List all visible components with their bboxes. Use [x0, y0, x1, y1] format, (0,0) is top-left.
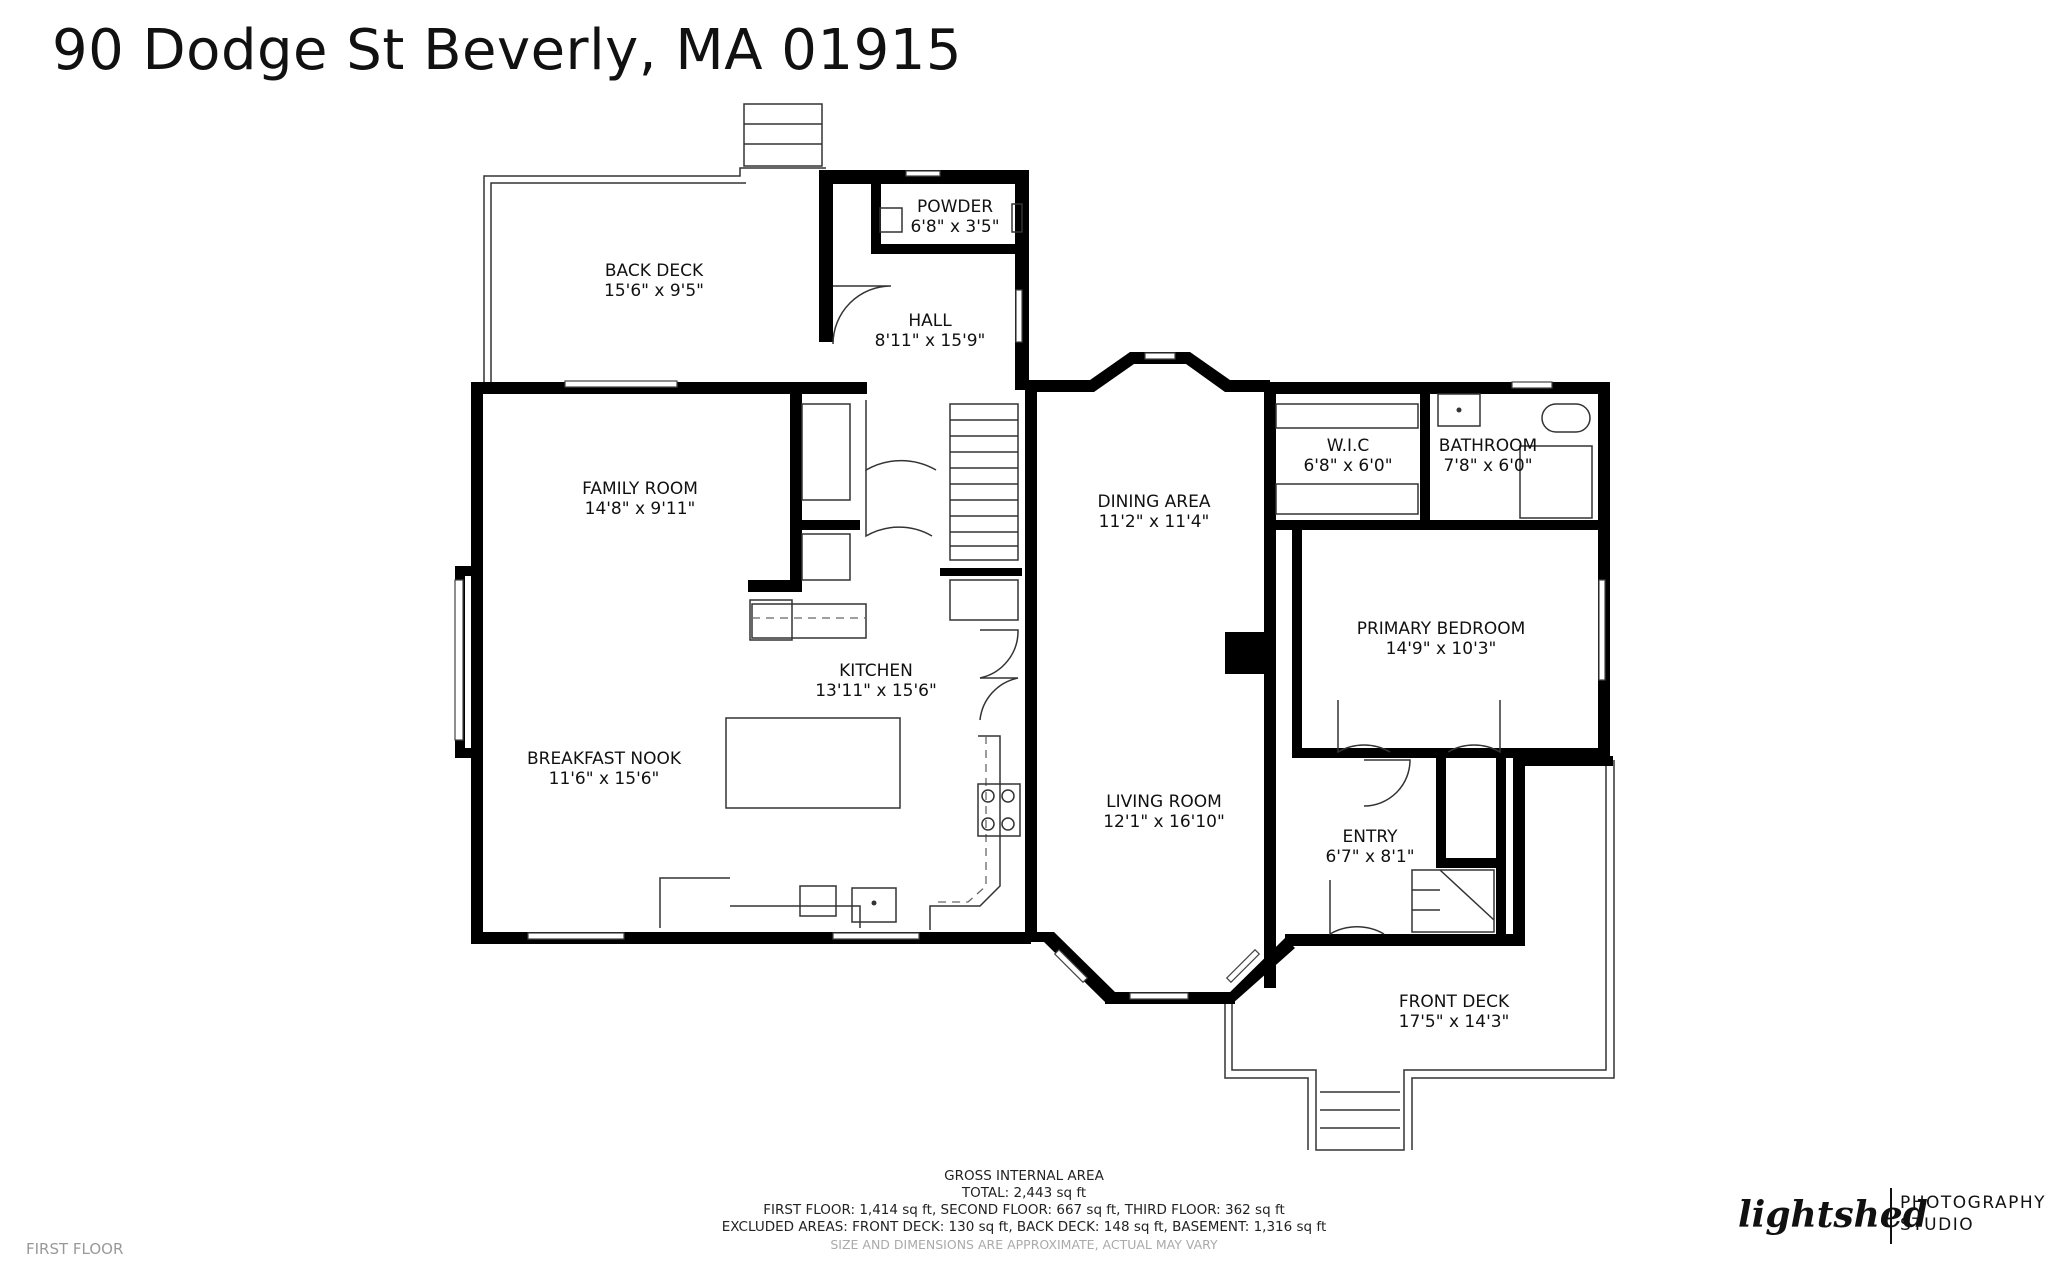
breakfast-nook-name: BREAKFAST NOOK [527, 749, 682, 769]
front-deck-name: FRONT DECK [1399, 992, 1510, 1012]
living-room-name: LIVING ROOM [1106, 792, 1222, 812]
powder-size: 6'8" x 3'5" [910, 217, 999, 237]
area-total: TOTAL: 2,443 sq ft [961, 1185, 1087, 1201]
dining-area-size: 11'2" x 11'4" [1099, 512, 1210, 532]
area-disclaimer: SIZE AND DIMENSIONS ARE APPROXIMATE, ACT… [830, 1237, 1218, 1252]
page-title: 90 Dodge St Beverly, MA 01915 [52, 18, 962, 83]
area-summary: GROSS INTERNAL AREA TOTAL: 2,443 sq ft F… [0, 1168, 2048, 1253]
area-excluded: EXCLUDED AREAS: FRONT DECK: 130 sq ft, B… [721, 1219, 1327, 1235]
brand-script-logo: lightshed [1738, 1194, 1928, 1236]
brand-line-1: PHOTOGRAPHY [1900, 1193, 2047, 1213]
family-room-size: 14'8" x 9'11" [585, 499, 696, 519]
hall-name: HALL [908, 311, 952, 331]
bathroom-name: BATHROOM [1439, 436, 1537, 456]
powder-name: POWDER [917, 197, 993, 217]
breakfast-nook-size: 11'6" x 15'6" [549, 769, 660, 789]
front-deck-size: 17'5" x 14'3" [1399, 1012, 1510, 1032]
fixtures [659, 203, 1593, 933]
brand-text: PHOTOGRAPHY STUDIO [1900, 1192, 2046, 1236]
wic-size: 6'8" x 6'0" [1303, 456, 1392, 476]
family-room-name: FAMILY ROOM [582, 479, 698, 499]
front-deck-outline [1224, 760, 1615, 1151]
entry-size: 6'7" x 8'1" [1325, 847, 1414, 867]
brand-logo: lightshed PHOTOGRAPHY STUDIO [1738, 1180, 2045, 1260]
entry-name: ENTRY [1343, 827, 1399, 847]
primary-bedroom-size: 14'9" x 10'3" [1386, 639, 1497, 659]
back-deck-size: 15'6" x 9'5" [604, 281, 704, 301]
area-heading: GROSS INTERNAL AREA [944, 1168, 1104, 1184]
hall-size: 8'11" x 15'9" [875, 331, 986, 351]
interior-walls [748, 388, 1604, 988]
kitchen-size: 13'11" x 15'6" [815, 681, 937, 701]
wic-name: W.I.C [1327, 436, 1370, 456]
back-deck-name: BACK DECK [605, 261, 704, 281]
bathroom-size: 7'8" x 6'0" [1443, 456, 1532, 476]
windows [454, 170, 1606, 1000]
doors [832, 285, 1501, 936]
brand-divider [1890, 1188, 1892, 1244]
area-floors: FIRST FLOOR: 1,414 sq ft, SECOND FLOOR: … [763, 1202, 1285, 1218]
living-room-size: 12'1" x 16'10" [1103, 812, 1225, 832]
kitchen-name: KITCHEN [839, 661, 913, 681]
brand-line-2: STUDIO [1900, 1215, 1975, 1235]
back-deck-outline [483, 103, 826, 388]
dining-area-name: DINING AREA [1098, 492, 1211, 512]
primary-bedroom-name: PRIMARY BEDROOM [1357, 619, 1526, 639]
floor-label: FIRST FLOOR [26, 1240, 124, 1258]
room-labels: BACK DECK 15'6" x 9'5" POWDER 6'8" x 3'5… [527, 197, 1537, 1032]
